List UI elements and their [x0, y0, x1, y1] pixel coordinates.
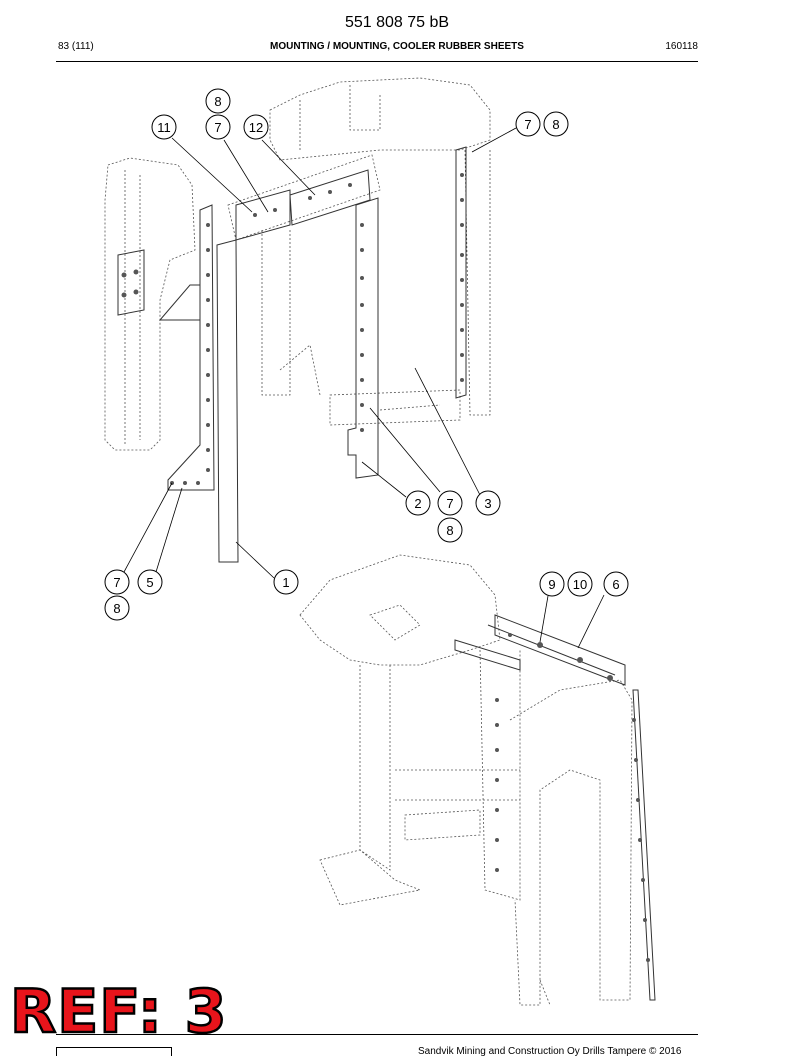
svg-text:1: 1 — [282, 575, 289, 590]
date-code: 160118 — [665, 41, 698, 52]
callout-12: 12 — [243, 114, 269, 140]
svg-text:2: 2 — [414, 496, 421, 511]
page-title: MOUNTING / MOUNTING, COOLER RUBBER SHEET… — [270, 41, 524, 52]
callout-5: 5 — [137, 569, 163, 595]
svg-text:5: 5 — [146, 575, 153, 590]
svg-text:9: 9 — [548, 577, 555, 592]
lower-frame-assembly — [299, 554, 633, 1006]
svg-text:8: 8 — [552, 117, 559, 132]
leader-lines — [123, 127, 605, 649]
svg-text:10: 10 — [573, 577, 587, 592]
callout-8-top: 8 — [205, 88, 231, 114]
callout-7-center: 7 — [437, 490, 463, 516]
fastener-holes-lower — [495, 633, 650, 962]
callout-7-top: 7 — [205, 114, 231, 140]
callout-1: 1 — [273, 569, 299, 595]
upper-frame-assembly — [104, 77, 491, 451]
callout-7-left: 7 — [104, 569, 130, 595]
svg-text:7: 7 — [214, 120, 221, 135]
svg-text:8: 8 — [214, 94, 221, 109]
callout-8-left: 8 — [104, 595, 130, 621]
page-number: 83 (111) — [58, 41, 94, 52]
header-divider — [56, 61, 698, 62]
callout-3: 3 — [475, 490, 501, 516]
svg-text:6: 6 — [612, 577, 619, 592]
callout-9: 9 — [539, 571, 565, 597]
callout-7-right: 7 — [515, 111, 541, 137]
svg-text:8: 8 — [113, 601, 120, 616]
document-number: 551 808 75 bB — [344, 14, 450, 31]
svg-text:8: 8 — [446, 523, 453, 538]
callout-8-right: 8 — [543, 111, 569, 137]
footer-copyright: Sandvik Mining and Construction Oy Drill… — [418, 1046, 682, 1057]
footer-divider — [56, 1034, 698, 1035]
callout-6: 6 — [603, 571, 629, 597]
svg-text:12: 12 — [249, 120, 263, 135]
callout-2: 2 — [405, 490, 431, 516]
svg-text:11: 11 — [157, 120, 171, 135]
brand-logo-strip — [56, 1047, 172, 1056]
callout-10: 10 — [567, 571, 593, 597]
svg-text:7: 7 — [524, 117, 531, 132]
fastener-holes-upper — [121, 173, 464, 485]
callout-8-center: 8 — [437, 517, 463, 543]
svg-text:3: 3 — [484, 496, 491, 511]
rubber-sheets-lower — [454, 614, 656, 1001]
svg-text:7: 7 — [446, 496, 453, 511]
svg-text:7: 7 — [113, 575, 120, 590]
callout-11: 11 — [151, 114, 177, 140]
ref-stamp: REF: 3 — [9, 977, 228, 1047]
